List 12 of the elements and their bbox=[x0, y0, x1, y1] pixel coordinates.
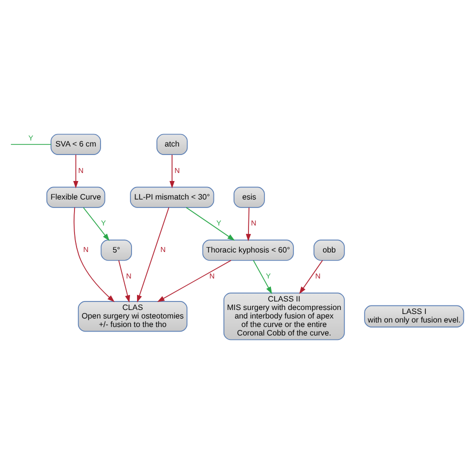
arrow bbox=[157, 260, 232, 302]
arrow bbox=[83, 207, 110, 241]
arrow bbox=[136, 207, 170, 303]
arrow bbox=[118, 260, 130, 303]
arrow bbox=[74, 207, 115, 302]
connector bbox=[10, 144, 52, 145]
arrow bbox=[246, 207, 251, 242]
arrow bbox=[252, 260, 272, 294]
arrow bbox=[170, 154, 175, 188]
arrow bbox=[299, 260, 323, 294]
arrow bbox=[73, 154, 78, 188]
arrow bbox=[186, 207, 235, 241]
